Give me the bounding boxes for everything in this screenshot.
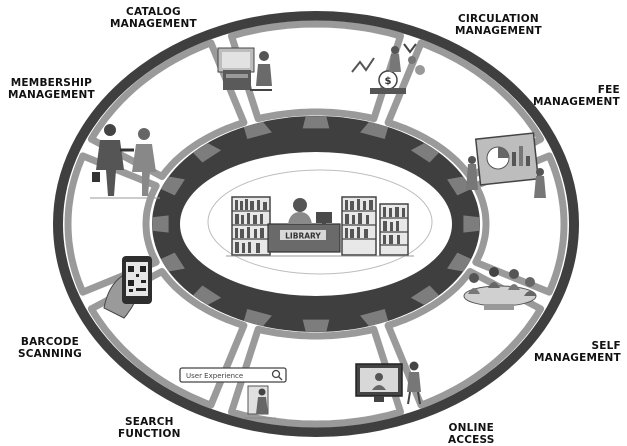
segment-catalog xyxy=(228,20,404,123)
segment-online xyxy=(228,325,404,428)
money-plant-icon: $ xyxy=(351,43,425,94)
library-sign: LIBRARY xyxy=(285,232,321,241)
finance-board-icon xyxy=(466,132,546,198)
handshake-icon xyxy=(90,124,160,199)
search-bar-icon: User Experience xyxy=(179,367,287,419)
center-illustration: LIBRARY xyxy=(207,169,433,275)
search-bar-placeholder: User Experience xyxy=(186,372,243,380)
desk-workstation-icon xyxy=(217,47,272,91)
svg-text:$: $ xyxy=(385,76,392,87)
monitor-user-icon xyxy=(355,361,421,405)
phone-qr-icon xyxy=(103,256,152,319)
library-desk-icon: LIBRARY xyxy=(226,196,414,257)
team-table-icon xyxy=(463,267,537,310)
segment-membership xyxy=(87,39,248,180)
